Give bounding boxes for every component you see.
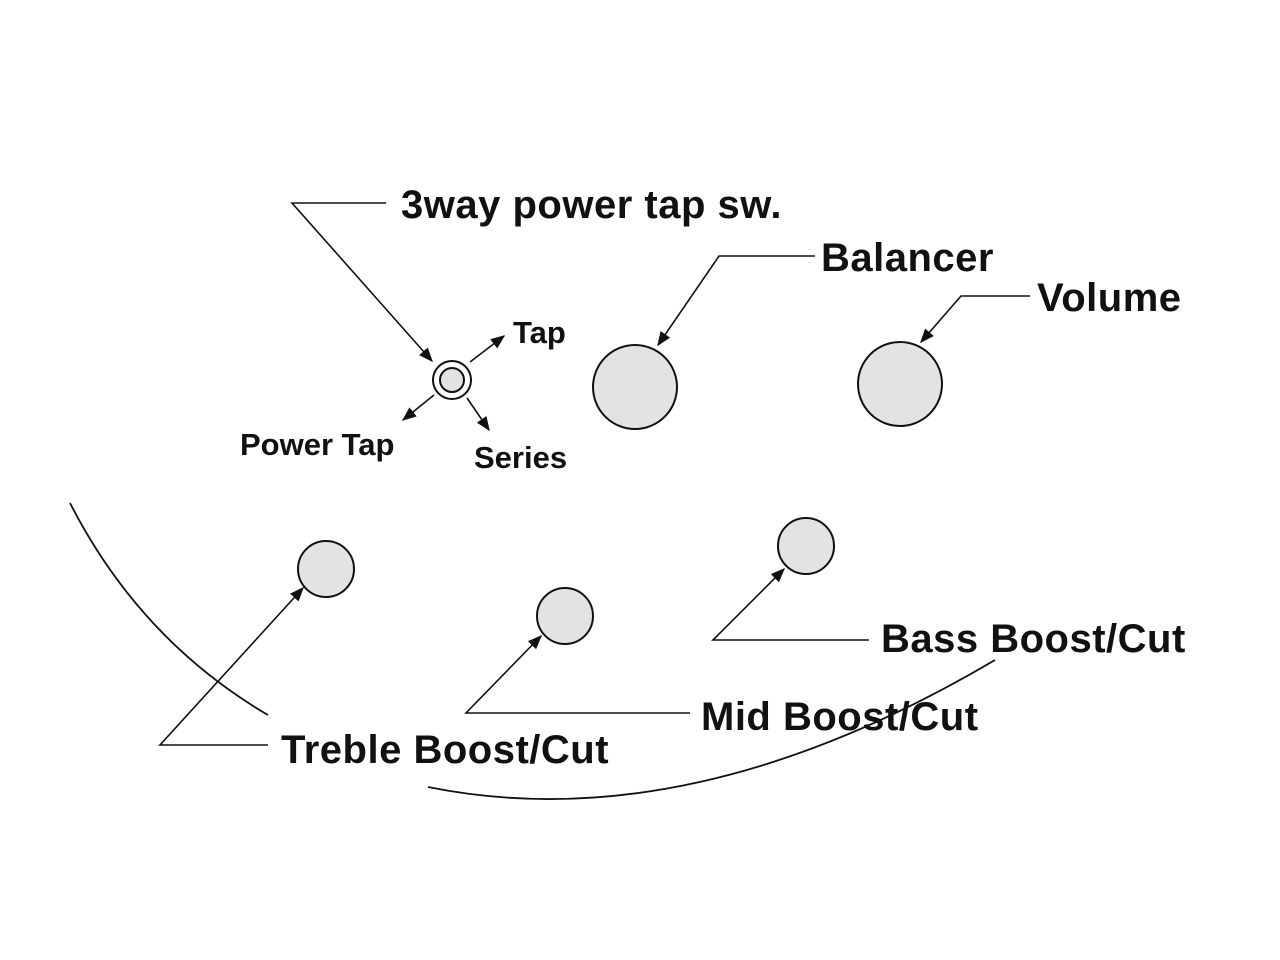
balancer-label: Balancer — [821, 236, 994, 280]
body-edge-upper-curve — [69, 502, 269, 716]
mid-knob — [536, 587, 594, 645]
switch-label: 3way power tap sw. — [401, 183, 782, 227]
series-label: Series — [474, 440, 567, 475]
mid-leader-line — [464, 634, 690, 714]
volume-leader-line — [920, 295, 1030, 344]
tap-label: Tap — [513, 315, 566, 350]
volume-knob — [857, 341, 943, 427]
volume-label: Volume — [1037, 276, 1182, 320]
power-tap-switch — [432, 360, 472, 400]
tap-direction-arrow — [469, 335, 506, 363]
power-tap-label: Power Tap — [240, 427, 394, 462]
mid-label: Mid Boost/Cut — [701, 695, 979, 739]
power-tap-direction-arrow — [401, 394, 435, 421]
treble-leader-line — [158, 586, 304, 746]
switch-leader-line — [290, 202, 433, 363]
bass-leader-line — [711, 567, 869, 641]
body-edge-lower-curve — [427, 659, 996, 800]
balancer-knob — [592, 344, 678, 430]
treble-knob — [297, 540, 355, 598]
treble-label: Treble Boost/Cut — [281, 728, 609, 772]
series-direction-arrow — [466, 397, 490, 432]
bass-label: Bass Boost/Cut — [881, 617, 1186, 661]
bass-knob — [777, 517, 835, 575]
balancer-leader-line — [657, 255, 815, 347]
